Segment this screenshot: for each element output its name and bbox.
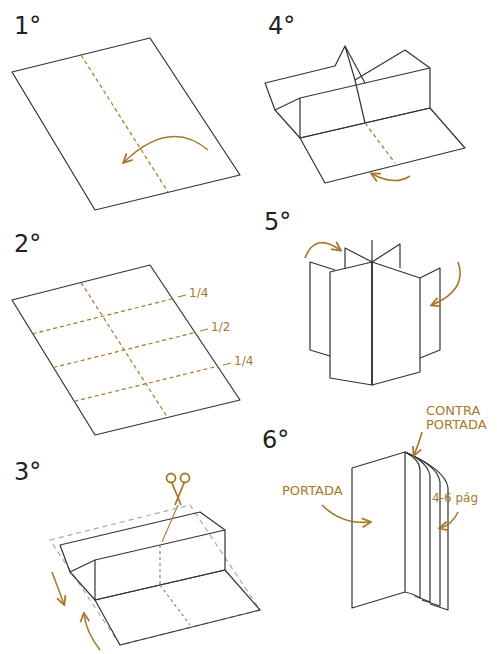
- step-number: 1°: [14, 14, 41, 39]
- callout-text: 4-6 pág: [432, 492, 478, 505]
- push-arrow: [52, 572, 64, 604]
- callout-arrow: [440, 512, 458, 528]
- fold-arrow: [124, 137, 208, 162]
- step-number: 5°: [264, 210, 291, 235]
- callout-text: PORTADA: [282, 484, 343, 498]
- folded-sheet: [265, 46, 465, 183]
- push-arrow: [84, 614, 100, 650]
- fraction-label: 1/4: [234, 355, 253, 368]
- scissors: [162, 474, 190, 543]
- callout-arrow: [322, 505, 370, 522]
- folded-sheet: [60, 512, 260, 645]
- callout-arrow: [414, 432, 422, 455]
- step-number: 6°: [262, 428, 289, 453]
- fold-arrow: [432, 262, 460, 305]
- fold-arrow: [305, 243, 340, 258]
- label-dashes: [178, 295, 231, 365]
- fold-arrow: [372, 174, 410, 181]
- finished-booklet: [352, 452, 448, 610]
- sheet: [12, 265, 240, 435]
- step-number: 3°: [14, 460, 41, 485]
- step-number: 4°: [268, 14, 295, 39]
- fraction-label: 1/4: [189, 287, 208, 300]
- cross-booklet: [310, 240, 440, 385]
- fold-line: [81, 55, 168, 192]
- fold-lines: [33, 283, 218, 418]
- sheet: [12, 38, 240, 210]
- fraction-label: 1/2: [211, 321, 230, 334]
- step-number: 2°: [14, 232, 41, 257]
- ghost-sheet: [50, 505, 260, 645]
- callout-text: CONTRA PORTADA: [426, 404, 490, 431]
